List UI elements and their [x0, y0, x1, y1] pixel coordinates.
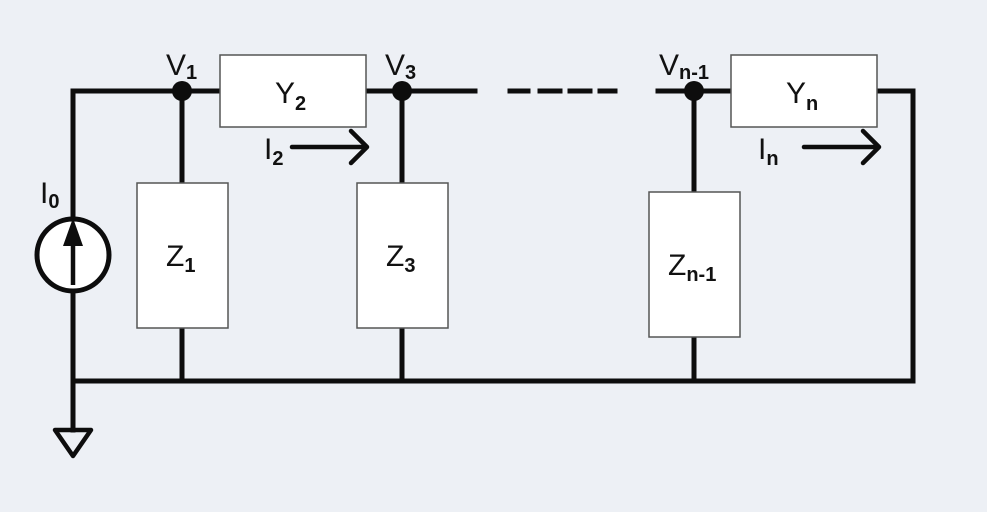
shunt-element-zn-1-label: Zn-1	[668, 249, 716, 286]
source-label: I0	[40, 177, 59, 213]
shunt-element-z1-label: Z1	[166, 240, 195, 277]
node-v3	[392, 81, 412, 101]
current-i2-label: I2	[264, 133, 283, 170]
current-in-label: In	[758, 133, 779, 170]
wire-yn-right	[874, 88, 916, 384]
shunt-element-zn-1	[648, 191, 741, 338]
ground-icon	[52, 427, 94, 459]
series-element-y2	[219, 54, 367, 128]
series-element-yn	[730, 54, 878, 128]
node-v3-label: V3	[385, 49, 416, 84]
node-v1	[172, 81, 192, 101]
current-source	[34, 216, 112, 294]
arrow-right-icon	[860, 128, 882, 166]
shunt-element-z1	[136, 182, 229, 329]
wires	[70, 88, 916, 433]
shunt-element-z3	[356, 182, 449, 329]
node-vn-1-label: Vn-1	[659, 49, 709, 84]
arrow-right-icon	[348, 128, 370, 166]
node-vn-1	[684, 81, 704, 101]
shunt-element-z3-label: Z3	[386, 240, 415, 277]
series-element-yn-label: Yn	[786, 77, 818, 115]
current-arrow-i2	[289, 128, 370, 166]
series-element-y2-label: Y2	[275, 77, 306, 115]
current-arrow-in	[801, 128, 882, 166]
node-v1-label: V1	[166, 49, 197, 84]
wire-source-top	[70, 88, 223, 219]
arrow-up-icon	[63, 218, 83, 246]
